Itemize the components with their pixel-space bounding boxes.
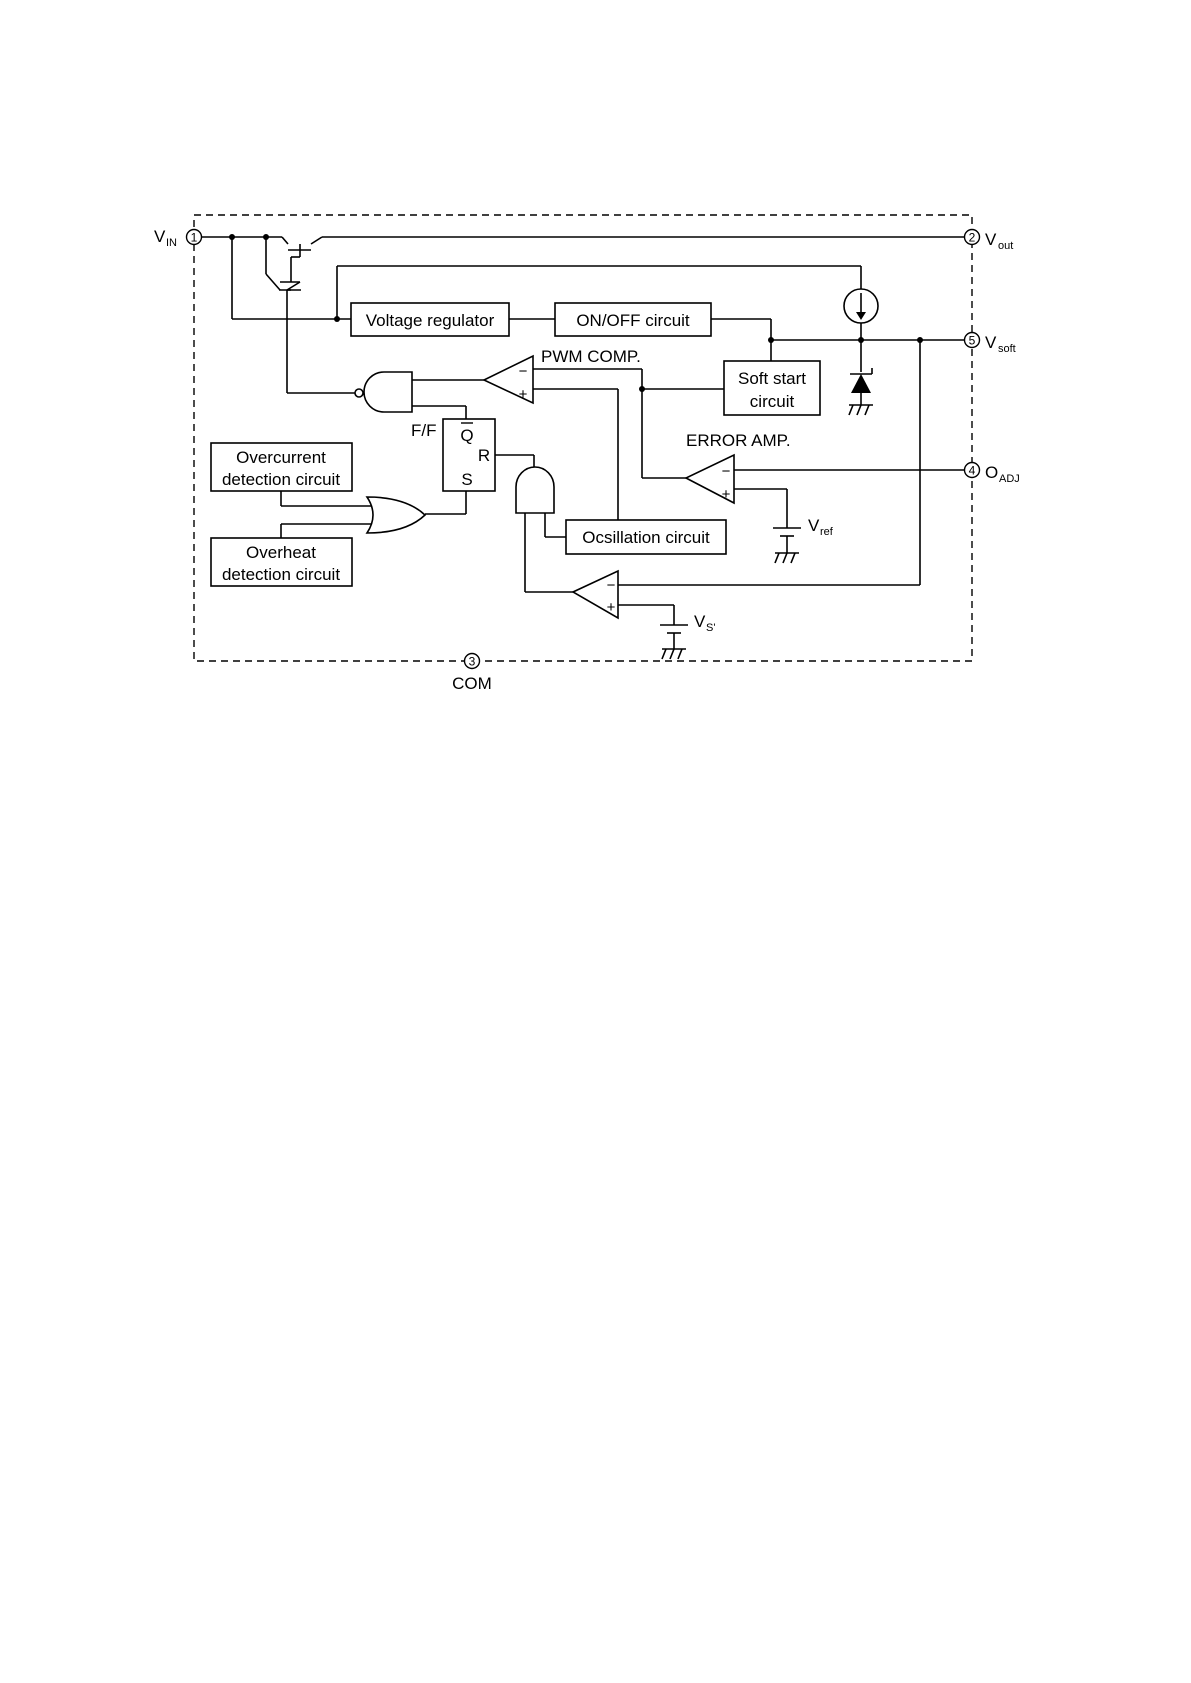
svg-text:Overheat: Overheat [246, 543, 316, 562]
svg-text:soft: soft [998, 343, 1016, 355]
svg-text:Q: Q [460, 426, 473, 445]
svg-text:+: + [607, 599, 616, 616]
svg-text:circuit: circuit [750, 392, 795, 411]
svg-text:2: 2 [969, 231, 976, 245]
svg-text:PWM COMP.: PWM COMP. [541, 347, 641, 366]
svg-text:+: + [722, 486, 731, 503]
svg-text:V: V [808, 516, 820, 535]
zener-diode-icon [850, 368, 872, 405]
svg-text:4: 4 [969, 464, 976, 478]
svg-text:Voltage regulator: Voltage regulator [366, 311, 495, 330]
npn-transistor-icon [279, 250, 311, 290]
svg-text:Ocsillation circuit: Ocsillation circuit [582, 528, 710, 547]
svg-text:ERROR AMP.: ERROR AMP. [686, 431, 791, 450]
overcurrent-detection-block: Overcurrent detection circuit [211, 443, 352, 491]
pin-com: 3 COM [452, 654, 492, 694]
current-source-icon [844, 289, 878, 323]
voltage-regulator-block: Voltage regulator [351, 303, 509, 336]
svg-text:R: R [478, 446, 490, 465]
svg-text:O: O [985, 463, 998, 482]
overvoltage-comparator: − + [573, 571, 618, 618]
svg-text:ADJ: ADJ [999, 473, 1020, 485]
pin-oadj: 4 O ADJ [965, 463, 1020, 486]
ground-icon [775, 553, 799, 563]
svg-text:3: 3 [469, 655, 476, 669]
svg-text:V: V [694, 612, 706, 631]
nand-gate-icon [355, 372, 412, 412]
svg-text:V: V [985, 333, 997, 352]
svg-text:Overcurrent: Overcurrent [236, 448, 326, 467]
svg-text:V: V [985, 230, 997, 249]
or-gate-icon [367, 497, 425, 533]
svg-text:F/F: F/F [411, 421, 437, 440]
svg-text:out: out [998, 240, 1013, 252]
svg-text:V: V [154, 227, 166, 246]
onoff-circuit-block: ON/OFF circuit [555, 303, 711, 336]
overheat-detection-block: Overheat detection circuit [211, 538, 352, 586]
pin-vout: 2 V out [965, 230, 1014, 253]
svg-text:+: + [519, 386, 528, 403]
flip-flop-block: F/F Q R S [411, 419, 495, 491]
svg-text:S: S [461, 470, 472, 489]
svg-text:IN: IN [166, 237, 177, 249]
svg-text:S': S' [706, 622, 715, 634]
battery-icon: V ref [773, 516, 834, 538]
svg-text:−: − [722, 463, 731, 480]
svg-text:ref: ref [820, 526, 834, 538]
svg-text:COM: COM [452, 674, 492, 693]
svg-text:detection circuit: detection circuit [222, 470, 340, 489]
soft-start-block: Soft start circuit [724, 361, 820, 415]
svg-text:−: − [607, 577, 616, 594]
svg-text:ON/OFF circuit: ON/OFF circuit [576, 311, 690, 330]
svg-text:Soft start: Soft start [738, 369, 806, 388]
battery-icon: V S' [660, 612, 715, 634]
svg-text:detection circuit: detection circuit [222, 565, 340, 584]
and-gate-icon [516, 467, 554, 513]
ground-icon [849, 405, 873, 415]
svg-text:−: − [519, 363, 528, 380]
ground-icon [662, 649, 686, 659]
oscillation-circuit-block: Ocsillation circuit [566, 520, 726, 554]
svg-text:1: 1 [191, 231, 198, 245]
error-amplifier: − + ERROR AMP. [686, 431, 791, 503]
svg-text:5: 5 [969, 334, 976, 348]
